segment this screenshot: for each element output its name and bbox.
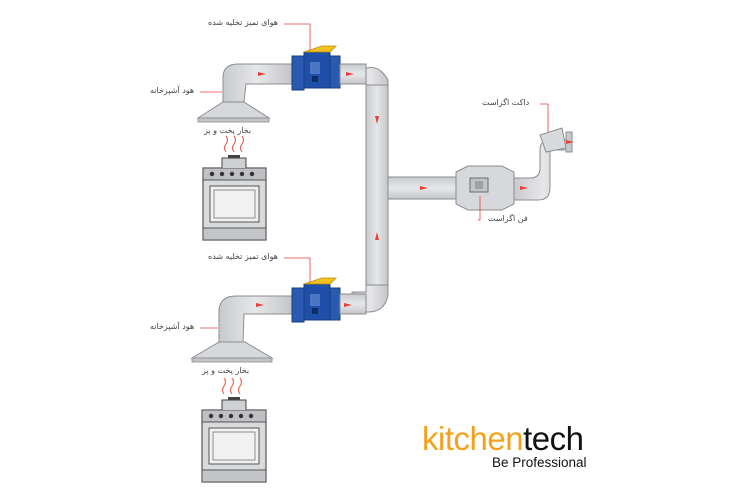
callout-lines [200, 23, 549, 329]
label-clean-air-bottom: هوای تمیز تخلیه شده [208, 252, 278, 261]
top-steam-waves [223, 135, 245, 153]
label-clean-air-top: هوای تمیز تخلیه شده [208, 18, 278, 27]
top-hood [196, 101, 271, 123]
bottom-hood-duct [218, 295, 293, 343]
label-hood-bottom: هود آشپزخانه [150, 322, 195, 331]
arrow-bottom-hood-duct [256, 303, 264, 307]
arrow-exhaust-out [566, 140, 574, 144]
label-steam-top: بخار پخت و پز [204, 126, 252, 135]
bottom-duct-to-riser [339, 293, 367, 315]
label-hood-top: هود آشپزخانه [150, 86, 195, 95]
brand-wordmark: kitchentech [422, 422, 592, 455]
label-steam-bottom: بخار پخت و پز [202, 366, 250, 375]
top-stove [202, 155, 267, 241]
exhaust-fan-unit [455, 165, 515, 211]
arrow-top-hood-duct [258, 72, 266, 76]
callout-clean-air-bottom [284, 257, 311, 282]
arrow-after-fan [520, 186, 528, 190]
arrow-bottom-after-filter [344, 303, 352, 307]
brand-tagline: Be Professional [492, 455, 587, 470]
bottom-hood [190, 341, 274, 363]
main-vertical-duct [351, 67, 389, 313]
arrow-to-fan [420, 186, 428, 190]
callout-clean-air-top [284, 23, 311, 50]
flow-arrows [256, 72, 574, 307]
callout-exhaust-fan [478, 196, 481, 221]
arrow-riser-down [375, 116, 379, 124]
top-filter-unit [291, 45, 341, 91]
brand-part-tech: tech [523, 420, 584, 457]
bottom-filter-unit [291, 277, 341, 323]
top-hood-duct [222, 63, 293, 103]
kitchentech-logo: kitchentech Be Professional [422, 422, 592, 482]
label-exhaust-duct: داکت اگزاست [482, 98, 530, 107]
callout-exhaust-duct [540, 103, 549, 132]
bottom-steam-waves [221, 377, 243, 395]
label-exhaust-fan: فن اگزاست [488, 214, 528, 223]
arrow-top-after-filter [346, 72, 354, 76]
bottom-stove [201, 397, 267, 483]
exhaust-duct [513, 127, 573, 201]
brand-part-kitchen: kitchen [422, 420, 524, 457]
arrow-riser-up [375, 232, 379, 240]
